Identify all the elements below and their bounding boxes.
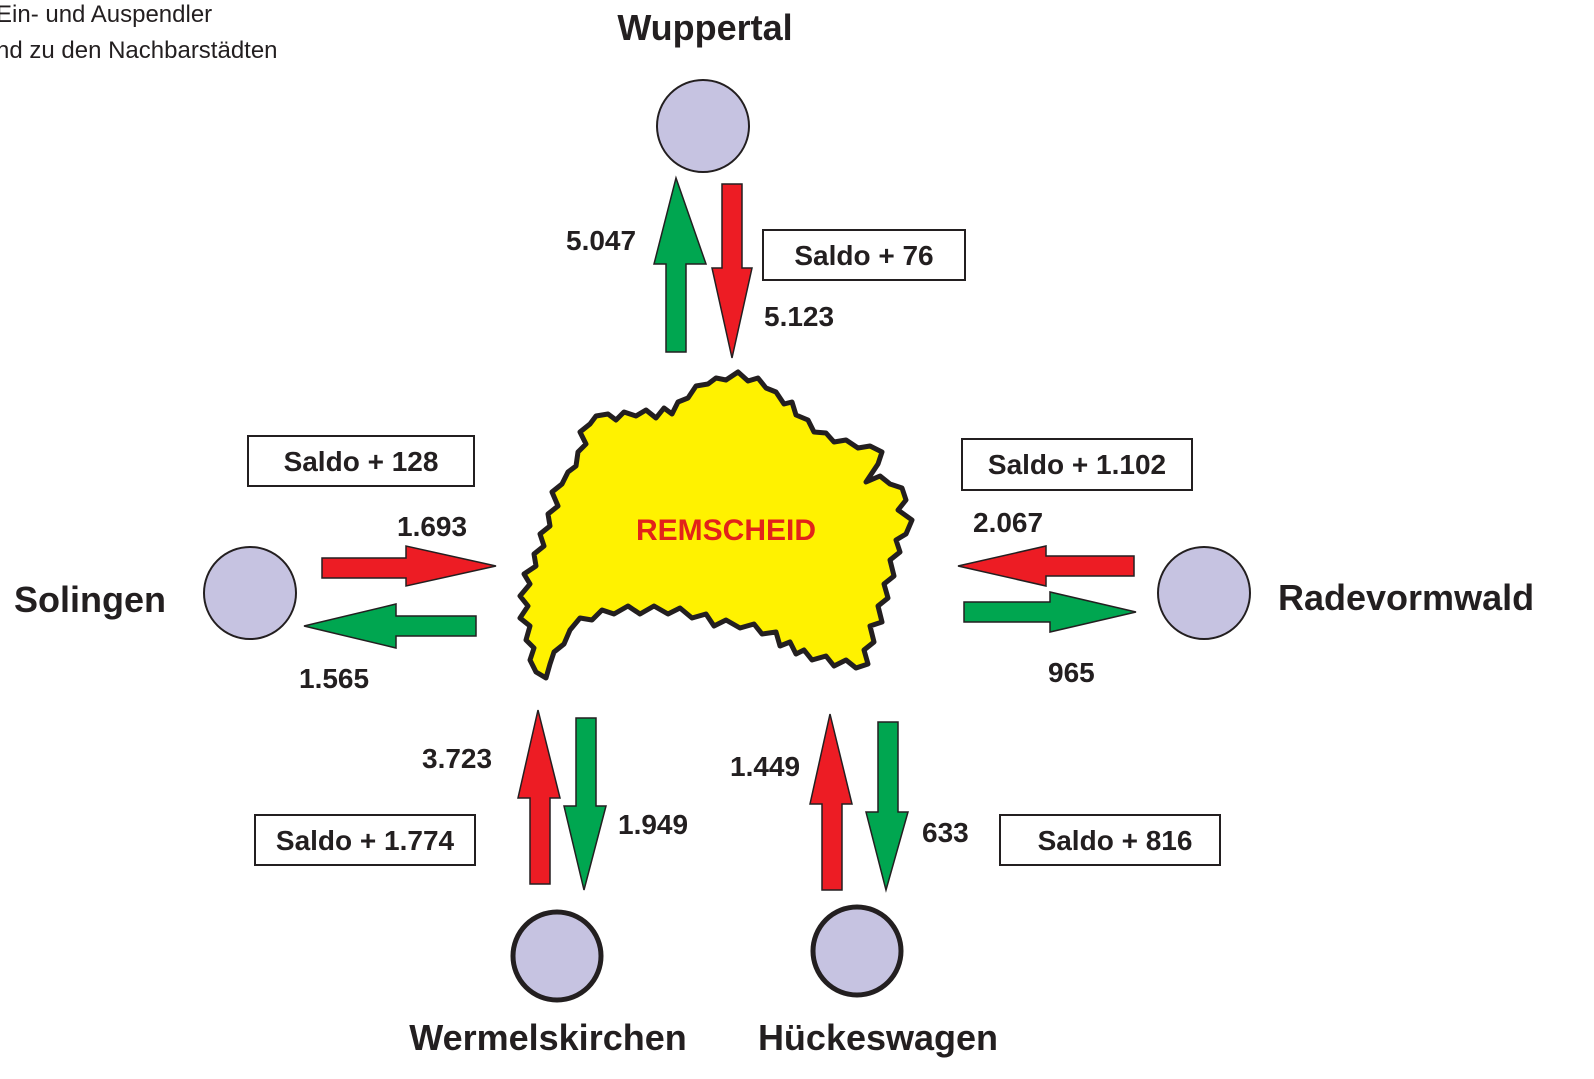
wermelskirchen-saldo: Saldo + 1.774 bbox=[276, 825, 455, 856]
solingen-saldo-box bbox=[247, 435, 475, 487]
wuppertal-saldo-box bbox=[762, 229, 966, 281]
radevormwald-outbound-value: 965 bbox=[1048, 657, 1095, 688]
hueckeswagen-saldo-box bbox=[999, 814, 1221, 866]
wuppertal-inbound-value: 5.123 bbox=[764, 301, 834, 332]
solingen-outbound-arrow bbox=[303, 603, 477, 649]
solingen-circle bbox=[203, 546, 297, 640]
remscheid-shape bbox=[517, 369, 915, 681]
radevormwald-saldo-box bbox=[961, 438, 1193, 491]
wuppertal-inbound-arrow bbox=[711, 183, 753, 359]
wuppertal-circle bbox=[656, 79, 750, 173]
title-line-2: nd zu den Nachbarstädten bbox=[0, 37, 278, 64]
radevormwald-saldo: Saldo + 1.102 bbox=[988, 449, 1166, 480]
radevormwald-name: Radevormwald bbox=[1278, 577, 1534, 618]
hueckeswagen-inbound-arrow bbox=[809, 713, 853, 891]
wermelskirchen-outbound-value: 1.949 bbox=[618, 809, 688, 840]
hueckeswagen-outbound-arrow bbox=[865, 721, 909, 893]
radevormwald-inbound-arrow bbox=[957, 545, 1135, 587]
radevormwald-outbound-arrow bbox=[963, 591, 1137, 633]
radevormwald-inbound-value: 2.067 bbox=[973, 507, 1043, 538]
wuppertal-outbound-arrow bbox=[653, 175, 708, 353]
hueckeswagen-saldo: Saldo + 816 bbox=[1038, 825, 1193, 856]
title-line-1: Ein- und Auspendler bbox=[0, 1, 212, 28]
solingen-inbound-arrow bbox=[321, 545, 497, 587]
wermelskirchen-outbound-arrow bbox=[563, 717, 607, 891]
wermelskirchen-saldo-box bbox=[254, 814, 476, 866]
wermelskirchen-inbound-arrow bbox=[517, 709, 561, 885]
hueckeswagen-name: Hückeswagen bbox=[758, 1017, 998, 1058]
wuppertal-outbound-value: 5.047 bbox=[566, 225, 636, 256]
hueckeswagen-inbound-value: 1.449 bbox=[730, 751, 800, 782]
radevormwald-circle bbox=[1157, 546, 1251, 640]
wermelskirchen-name: Wermelskirchen bbox=[409, 1017, 686, 1058]
wermelskirchen-inbound-value: 3.723 bbox=[422, 743, 492, 774]
wermelskirchen-circle bbox=[510, 909, 604, 1003]
hueckeswagen-circle bbox=[810, 904, 904, 998]
solingen-outbound-value: 1.565 bbox=[299, 663, 369, 694]
remscheid-label: REMSCHEID bbox=[636, 514, 816, 547]
solingen-saldo: Saldo + 128 bbox=[284, 446, 439, 477]
wuppertal-saldo: Saldo + 76 bbox=[794, 240, 933, 271]
solingen-name: Solingen bbox=[14, 579, 166, 620]
wuppertal-name: Wuppertal bbox=[617, 7, 792, 48]
hueckeswagen-outbound-value: 633 bbox=[922, 817, 969, 848]
solingen-inbound-value: 1.693 bbox=[397, 511, 467, 542]
